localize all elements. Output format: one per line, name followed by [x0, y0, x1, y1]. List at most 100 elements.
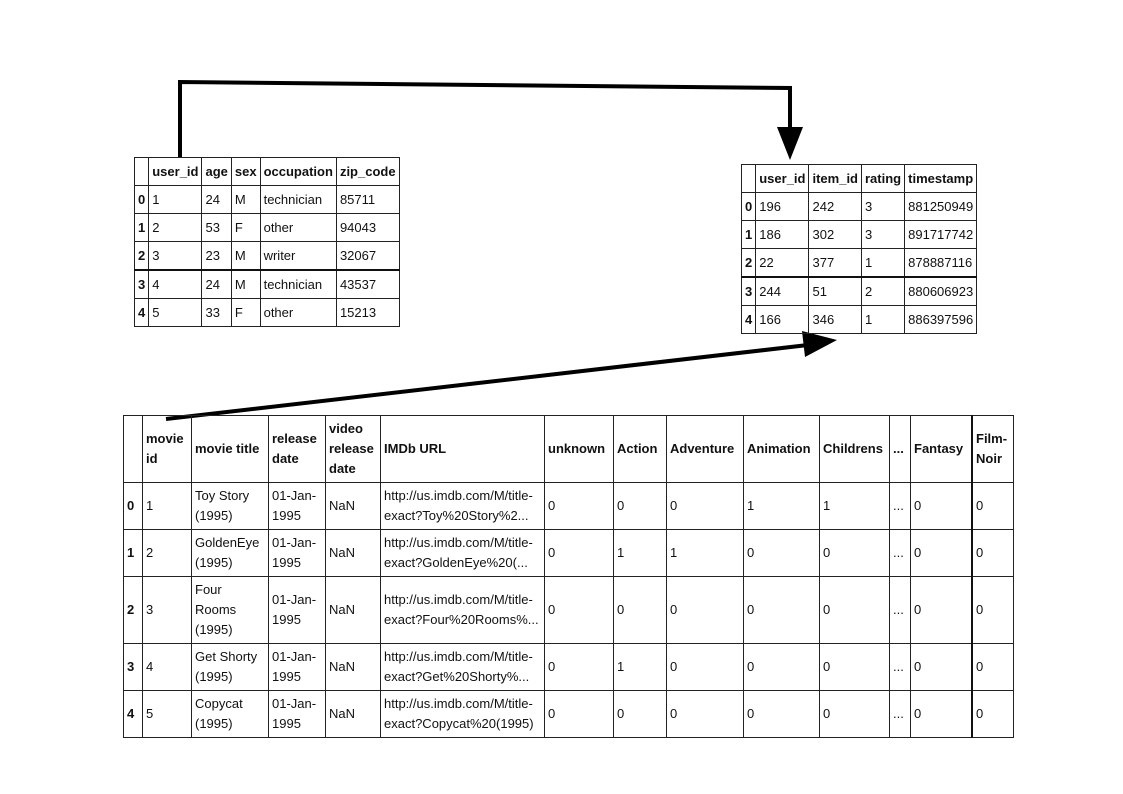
- table-cell: 4: [148, 269, 203, 299]
- column-header: video release date: [325, 415, 381, 483]
- column-header: Film-Noir: [971, 415, 1014, 483]
- table-cell: Four Rooms (1995): [191, 576, 269, 644]
- table-cell: 0: [910, 576, 973, 644]
- table-cell: 1: [666, 529, 744, 577]
- table-cell: 242: [808, 192, 862, 221]
- table-cell: technician: [259, 185, 337, 214]
- table-cell: 01-Jan-1995: [268, 690, 326, 738]
- table-cell: Get Shorty (1995): [191, 643, 269, 691]
- table-cell: 0: [819, 576, 890, 644]
- table-cell: http://us.imdb.com/M/title-exact?Copycat…: [380, 690, 545, 738]
- table-cell: http://us.imdb.com/M/title-exact?Get%20S…: [380, 643, 545, 691]
- table-cell: 0: [613, 576, 667, 644]
- table-cell: 94043: [335, 213, 400, 242]
- table-cell: F: [230, 298, 261, 327]
- row-index: 2: [133, 241, 150, 271]
- table-cell: M: [230, 241, 261, 271]
- table-row: 3 244 51 2 880606923: [740, 276, 978, 306]
- table-row: 2 22 377 1 878887116: [740, 248, 978, 278]
- table-cell: 0: [544, 643, 614, 691]
- table-cell: 1: [819, 482, 890, 530]
- table-cell: 0: [613, 482, 667, 530]
- table-cell: other: [259, 213, 337, 242]
- table-cell: 1: [142, 482, 192, 530]
- users-header-row: user_id age sex occupation zip_code: [133, 157, 400, 186]
- column-header: unknown: [544, 415, 614, 483]
- column-header: occupation: [259, 157, 337, 186]
- column-header: IMDb URL: [380, 415, 545, 483]
- table-cell: 0: [971, 482, 1014, 530]
- table-cell: 5: [142, 690, 192, 738]
- row-index: 3: [133, 269, 150, 299]
- table-cell: 43537: [335, 269, 400, 299]
- table-row: 0 1 24 M technician 85711: [133, 185, 400, 214]
- table-cell: 22: [755, 248, 810, 278]
- row-index: 2: [123, 576, 143, 644]
- table-cell: ...: [889, 690, 911, 738]
- table-cell: http://us.imdb.com/M/title-exact?Four%20…: [380, 576, 545, 644]
- column-header: ...: [889, 415, 911, 483]
- table-cell: 85711: [335, 185, 400, 214]
- table-cell: 302: [808, 220, 862, 249]
- table-cell: 3: [860, 192, 906, 221]
- ratings-arrowhead: [777, 127, 803, 160]
- table-cell: 166: [755, 305, 810, 334]
- table-cell: 1: [860, 248, 906, 278]
- table-cell: ...: [889, 576, 911, 644]
- movies-header-row: movie id movie title release date video …: [123, 415, 1014, 483]
- column-header: release date: [268, 415, 326, 483]
- movies-arrowhead: [802, 331, 837, 357]
- table-cell: 15213: [335, 298, 400, 327]
- table-row: 2 3 Four Rooms (1995) 01-Jan-1995 NaN ht…: [123, 576, 1014, 644]
- table-cell: 0: [544, 690, 614, 738]
- table-cell: 2: [142, 529, 192, 577]
- table-cell: 0: [743, 576, 820, 644]
- table-cell: 0: [666, 690, 744, 738]
- table-cell: 0: [910, 643, 973, 691]
- table-cell: 0: [819, 529, 890, 577]
- table-cell: 24: [201, 185, 232, 214]
- users-to-ratings-connector: [178, 79, 792, 157]
- table-cell: 2: [860, 276, 906, 306]
- table-cell: 1: [613, 529, 667, 577]
- row-index: 4: [740, 305, 757, 334]
- table-cell: http://us.imdb.com/M/title-exact?Toy%20S…: [380, 482, 545, 530]
- table-cell: ...: [889, 643, 911, 691]
- row-index: 3: [740, 276, 757, 306]
- table-row: 1 186 302 3 891717742: [740, 220, 978, 249]
- row-index: 0: [740, 192, 757, 221]
- row-index: 1: [740, 220, 757, 249]
- table-cell: 196: [755, 192, 810, 221]
- table-cell: other: [259, 298, 337, 327]
- table-cell: 186: [755, 220, 810, 249]
- table-cell: F: [230, 213, 261, 242]
- column-header: Childrens: [819, 415, 890, 483]
- table-cell: 1: [860, 305, 906, 334]
- table-cell: 01-Jan-1995: [268, 576, 326, 644]
- table-cell: NaN: [325, 576, 381, 644]
- column-header: Animation: [743, 415, 820, 483]
- table-row: 1 2 53 F other 94043: [133, 213, 400, 242]
- column-header: Fantasy: [910, 415, 973, 483]
- table-cell: 377: [808, 248, 862, 278]
- table-cell: 0: [971, 643, 1014, 691]
- index-header: [740, 164, 757, 193]
- table-cell: technician: [259, 269, 337, 299]
- table-cell: 880606923: [904, 276, 978, 306]
- table-cell: 01-Jan-1995: [268, 643, 326, 691]
- table-row: 1 2 GoldenEye (1995) 01-Jan-1995 NaN htt…: [123, 529, 1014, 577]
- table-cell: 4: [142, 643, 192, 691]
- table-cell: 0: [544, 529, 614, 577]
- table-row: 0 196 242 3 881250949: [740, 192, 978, 221]
- table-cell: 23: [201, 241, 232, 271]
- table-cell: 24: [201, 269, 232, 299]
- table-cell: NaN: [325, 643, 381, 691]
- table-cell: 1: [743, 482, 820, 530]
- index-header: [133, 157, 150, 186]
- table-cell: 2: [148, 213, 203, 242]
- table-cell: writer: [259, 241, 337, 271]
- column-header: item_id: [808, 164, 862, 193]
- table-cell: 881250949: [904, 192, 978, 221]
- table-cell: 0: [819, 690, 890, 738]
- column-header: movie id: [142, 415, 192, 483]
